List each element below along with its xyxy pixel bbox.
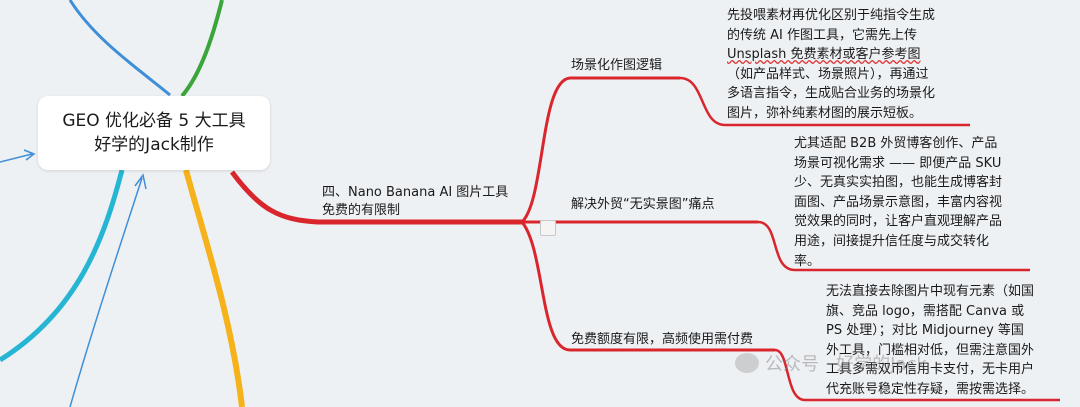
topic-label-2[interactable]: 解决外贸“无实景图”痛点 [571,197,715,212]
note-1-line: Unsplash 免费素材或客户参考图 [727,47,921,63]
note-2-line: 觉效果的同时，让客户直观理解产品 [794,214,1003,230]
note-3-line: 无法直接去除图片中现有元素（如国 [826,284,1035,299]
central-topic[interactable]: GEO 优化必备 5 大工具 好学的Jack制作 [38,96,270,170]
note-2-line: 面图、产品场景示意图，丰富内容视 [794,194,1003,210]
watermark: 公众号 · 好学的Jack [735,350,927,376]
branch-label[interactable]: 四、Nano Banana AI 图片工具 免费的有限制 [322,184,508,220]
arrow-line-left [0,153,33,163]
topic-label-1[interactable]: 场景化作图逻辑 [571,58,663,73]
topic-line-3 [520,221,775,352]
branch-line-green [180,0,224,98]
note-1[interactable]: 先投喂素材再优化区别于纯指令生成 的传统 AI 作图工具，它需先上传 Unspl… [727,6,935,124]
note-2-line: 用途，间接提升信任度与成交转化 [794,233,990,249]
branch-line-cyan [0,169,125,363]
watermark-text: 公众号 · 好学的Jack [765,354,927,375]
note-2-line: 尤其适配 B2B 外贸博客创作、产品 [794,136,998,151]
note-2-line: 率。 [794,253,821,269]
branch-label-line2: 免费的有限制 [322,203,401,218]
note-1-line: 的传统 AI 作图工具，它需先上传 [727,27,917,43]
wechat-icon [735,353,759,373]
note-3[interactable]: 无法直接去除图片中现有元素（如国 旗、竞品 logo，需搭配 Canva 或 P… [826,282,1034,400]
branch-line-blue-top [68,0,171,97]
note-line-2 [757,220,1030,272]
note-3-line: 外工具，门槛相对低，但需注意国外 [826,342,1035,358]
note-1-line: （如产品样式、场景照片），再通过 [727,66,929,82]
topic-line-1 [520,76,680,224]
arrow-line-up [69,177,143,407]
collapse-toggle[interactable] [540,220,556,236]
note-2-line: 少、无真实实拍图，也能生成博客封 [794,175,1003,191]
note-3-line: PS 处理）；对比 Midjourney 等国 [826,323,1024,339]
note-2[interactable]: 尤其适配 B2B 外贸博客创作、产品 场景可视化需求 —— 即便产品 SKU 少… [794,134,1002,271]
arrow-head-up [134,173,147,190]
central-title: GEO 优化必备 5 大工具 [62,111,246,131]
note-1-line: 先投喂素材再优化区别于纯指令生成 [727,8,936,23]
note-3-line: 旗、竞品 logo，需搭配 Canva 或 [826,303,1025,319]
branch-label-line1: 四、Nano Banana AI 图片工具 [322,185,509,200]
note-1-line: 多语言指令，生成贴合业务的场景化 [727,86,936,102]
note-3-line: 代充账号稳定性存疑，需按需选择。 [826,381,1035,397]
note-2-line: 场景可视化需求 —— 即便产品 SKU [794,155,1002,171]
note-3-line: 工具多需双币信用卡支付，无卡用户 [826,362,1035,378]
note-1-line: 图片，弥补纯素材图的展示短板。 [727,105,923,121]
note-line-1 [679,76,970,127]
note-line-3 [774,348,1060,402]
topic-label-3[interactable]: 免费额度有限，高频使用需付费 [571,332,754,347]
central-subtitle: 好学的Jack制作 [94,135,214,155]
branch-line-yellow [183,169,245,407]
arrow-head-left [23,149,36,161]
branch-line-red [229,170,522,225]
